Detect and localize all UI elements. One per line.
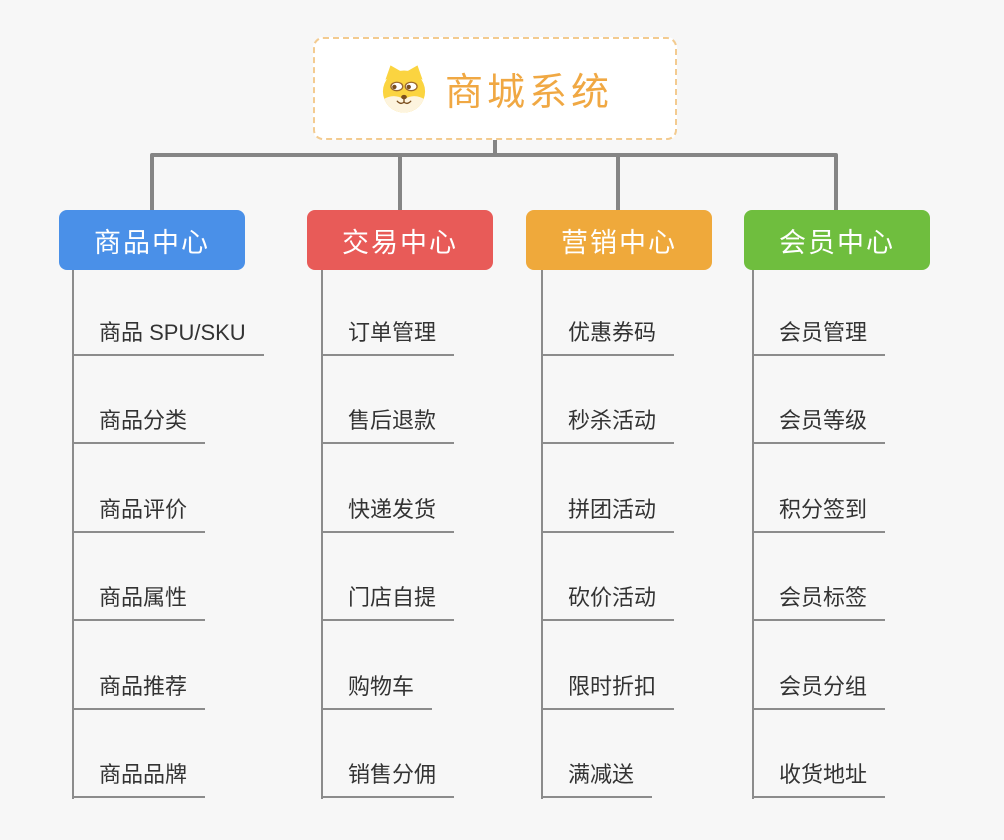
branch-node-marketing-center[interactable]: 营销中心 xyxy=(526,210,712,270)
subtopic[interactable]: 秒杀活动 xyxy=(541,406,675,444)
root-topic-label: 商城系统 xyxy=(444,72,613,114)
root-stem-line xyxy=(493,139,497,155)
subtopic[interactable]: 限时折扣 xyxy=(541,672,675,710)
subtopic[interactable]: 购物车 xyxy=(321,672,433,710)
branch-child-line xyxy=(72,270,74,799)
subtopic[interactable]: 商品属性 xyxy=(72,583,206,621)
subtopic[interactable]: 砍价活动 xyxy=(541,583,675,621)
branch-drop-line xyxy=(616,155,620,211)
subtopic[interactable]: 商品品牌 xyxy=(72,760,206,798)
subtopic[interactable]: 会员分组 xyxy=(752,672,886,710)
branch-node-member-center[interactable]: 会员中心 xyxy=(744,210,930,270)
subtopic[interactable]: 门店自提 xyxy=(321,583,455,621)
branch-child-line xyxy=(752,270,754,799)
subtopic[interactable]: 商品分类 xyxy=(72,406,206,444)
subtopic[interactable]: 售后退款 xyxy=(321,406,455,444)
subtopic[interactable]: 优惠券码 xyxy=(541,318,675,356)
branch-drop-line xyxy=(834,155,838,211)
subtopic[interactable]: 订单管理 xyxy=(321,318,455,356)
subtopic[interactable]: 满减送 xyxy=(541,760,653,798)
branch-child-line xyxy=(321,270,323,799)
subtopic[interactable]: 销售分佣 xyxy=(321,760,455,798)
subtopic[interactable]: 快递发货 xyxy=(321,495,455,533)
subtopic[interactable]: 拼团活动 xyxy=(541,495,675,533)
branch-child-line xyxy=(541,270,543,799)
subtopic[interactable]: 商品评价 xyxy=(72,495,206,533)
branch-node-product-center[interactable]: 商品中心 xyxy=(59,210,245,270)
subtopic[interactable]: 商品推荐 xyxy=(72,672,206,710)
branch-drop-line xyxy=(150,155,154,211)
subtopic[interactable]: 商品 SPU/SKU xyxy=(72,318,264,356)
root-topic[interactable]: 商城系统 xyxy=(313,37,677,140)
subtopic[interactable]: 会员管理 xyxy=(752,318,886,356)
dog-face-icon xyxy=(377,62,431,116)
branch-bus-line xyxy=(150,153,838,157)
subtopic[interactable]: 积分签到 xyxy=(752,495,886,533)
subtopic[interactable]: 收货地址 xyxy=(752,760,886,798)
branch-drop-line xyxy=(398,155,402,211)
branch-node-trade-center[interactable]: 交易中心 xyxy=(307,210,493,270)
subtopic[interactable]: 会员标签 xyxy=(752,583,886,621)
subtopic[interactable]: 会员等级 xyxy=(752,406,886,444)
